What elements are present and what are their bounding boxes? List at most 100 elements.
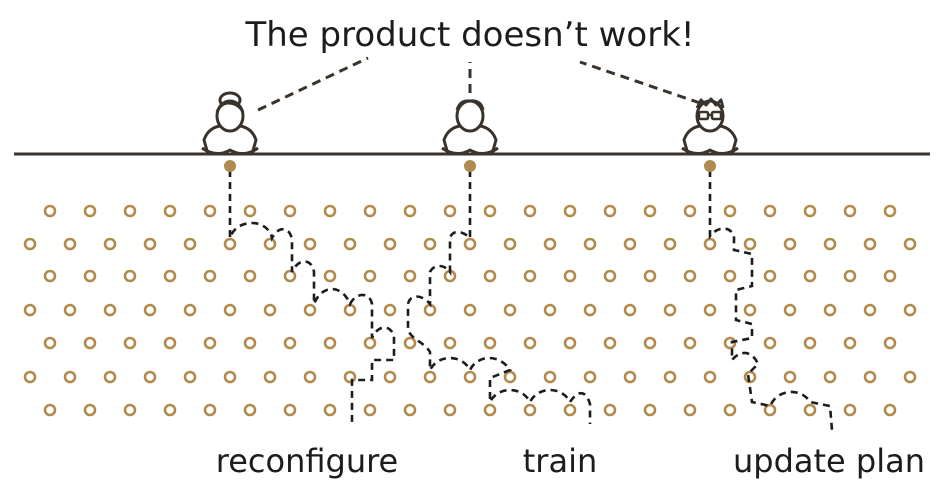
grid-dot (123, 403, 137, 417)
grid-dot (43, 269, 57, 283)
grid-dot (63, 237, 77, 251)
grid-dot (143, 370, 157, 384)
grid-dot (203, 204, 217, 218)
grid-dot (243, 336, 257, 350)
grid-dot (223, 370, 237, 384)
figure-man (441, 99, 499, 172)
grid-dot (203, 269, 217, 283)
grid-dot (803, 403, 817, 417)
grid-dot (43, 204, 57, 218)
grid-dot (883, 269, 897, 283)
grid-dot (603, 336, 617, 350)
grid-dot (63, 303, 77, 317)
grid-dot (623, 237, 637, 251)
figure-anchor-dot (704, 160, 716, 172)
grid-dot (423, 237, 437, 251)
grid-dot (23, 370, 37, 384)
grid-dot (883, 204, 897, 218)
grid-dot (183, 303, 197, 317)
grid-dot (583, 303, 597, 317)
grid-dot (203, 403, 217, 417)
grid-dot (503, 237, 517, 251)
grid-dot (703, 237, 717, 251)
grid-dot (103, 370, 117, 384)
grid-dot (803, 269, 817, 283)
grid-dot (503, 370, 517, 384)
grid-dot (303, 303, 317, 317)
grid-dot (443, 403, 457, 417)
grid-dot (283, 269, 297, 283)
grid-dot (443, 204, 457, 218)
grid-dot (603, 269, 617, 283)
grid-dot (163, 204, 177, 218)
grid-dot (803, 336, 817, 350)
grid-dot (543, 370, 557, 384)
grid-dot (23, 237, 37, 251)
figure-man-with-glasses (681, 97, 739, 172)
grid-dot (523, 403, 537, 417)
grid-dot (143, 303, 157, 317)
grid-dot (663, 370, 677, 384)
grid-dot (83, 269, 97, 283)
grid-dot (63, 370, 77, 384)
person-icon (681, 97, 739, 156)
grid-dot (83, 204, 97, 218)
grid-dot (423, 303, 437, 317)
grid-dot (143, 237, 157, 251)
grid-dot (563, 204, 577, 218)
grid-dot (123, 269, 137, 283)
grid-dot (603, 204, 617, 218)
dot-grid (23, 204, 917, 417)
grid-dot (683, 403, 697, 417)
grid-dot (83, 336, 97, 350)
grid-dot (403, 269, 417, 283)
outcome-label-reconfigure: reconfigure (216, 442, 398, 480)
grid-dot (643, 269, 657, 283)
grid-dot (643, 204, 657, 218)
grid-dot (663, 237, 677, 251)
grid-dot (543, 237, 557, 251)
grid-dot (323, 336, 337, 350)
grid-dot (163, 336, 177, 350)
grid-dot (163, 269, 177, 283)
grid-dot (263, 237, 277, 251)
figure-anchor-dot (464, 160, 476, 172)
grid-dot (783, 370, 797, 384)
grid-dot (263, 303, 277, 317)
grid-dot (363, 403, 377, 417)
grid-dot (323, 403, 337, 417)
grid-dot (723, 336, 737, 350)
grid-dot (863, 237, 877, 251)
grid-dot (283, 403, 297, 417)
grid-dot (343, 303, 357, 317)
grid-dot (363, 204, 377, 218)
grid-dot (683, 269, 697, 283)
grid-dot (883, 403, 897, 417)
grid-dot (783, 303, 797, 317)
grid-dot (903, 237, 917, 251)
grid-dot (43, 403, 57, 417)
grid-dot (743, 303, 757, 317)
grid-dot (663, 303, 677, 317)
person-icon (441, 99, 499, 156)
speech-line-right (579, 60, 701, 105)
grid-dot (643, 403, 657, 417)
grid-dot (703, 303, 717, 317)
grid-dot (843, 204, 857, 218)
grid-dot (283, 336, 297, 350)
grid-dot (403, 403, 417, 417)
grid-dot (383, 237, 397, 251)
grid-dot (763, 336, 777, 350)
grid-dot (723, 269, 737, 283)
grid-dot (763, 204, 777, 218)
grid-dot (443, 336, 457, 350)
grid-dot (203, 336, 217, 350)
grid-dot (403, 336, 417, 350)
grid-dot (383, 370, 397, 384)
grid-dot (243, 269, 257, 283)
grid-dot (163, 403, 177, 417)
grid-dot (823, 237, 837, 251)
grid-dot (123, 336, 137, 350)
grid-dot (383, 303, 397, 317)
